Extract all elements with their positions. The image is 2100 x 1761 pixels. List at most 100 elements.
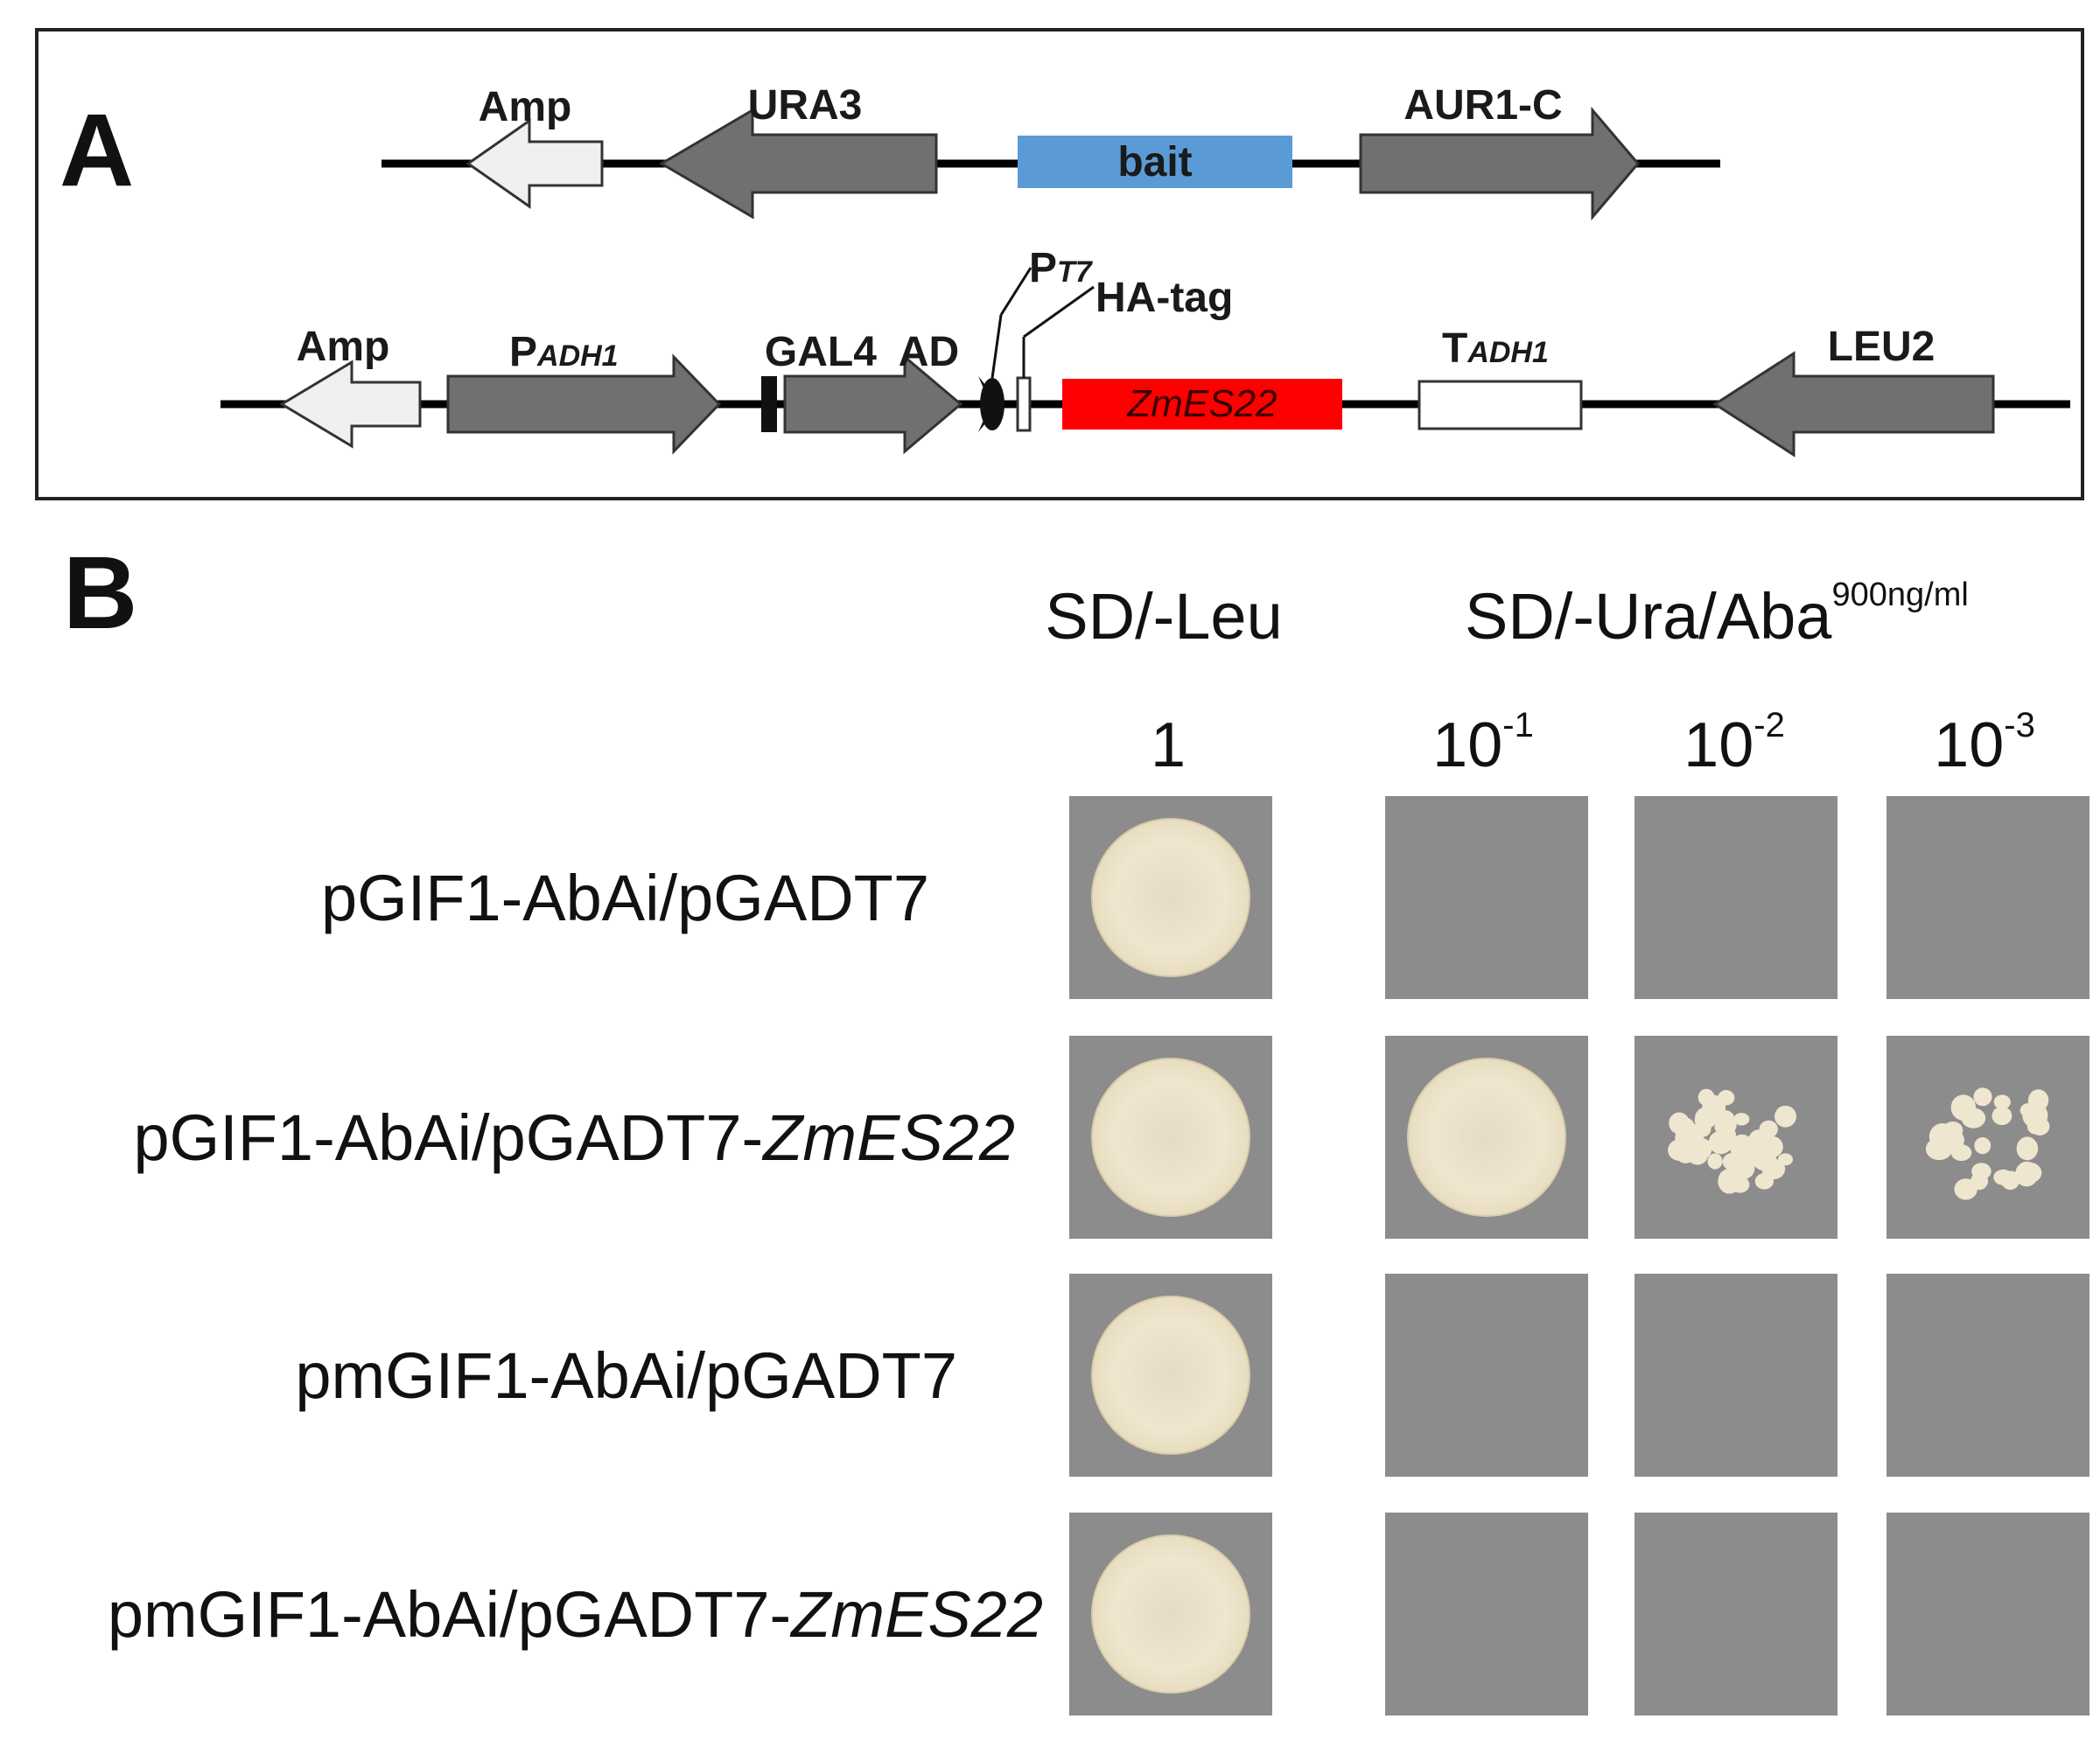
single-colony — [2015, 1161, 2039, 1187]
tadh1-label: TADH1 — [1442, 325, 1549, 372]
row-label-gene: ZmES22 — [789, 1578, 1043, 1651]
tadh1-sub: ADH1 — [1466, 336, 1549, 369]
single-colony — [1669, 1112, 1690, 1135]
single-colony — [1714, 1119, 1733, 1135]
single-colony — [1774, 1105, 1797, 1128]
plate-cell — [1886, 796, 2090, 999]
col-header-main: SD/-Ura/Aba — [1465, 580, 1832, 653]
col-header-sup: 900ng/ml — [1831, 577, 1968, 613]
pt7-pointer-b — [999, 267, 1032, 316]
single-colony — [1741, 1156, 1756, 1171]
dilution-label: 10-2 — [1684, 706, 1785, 780]
bait-label: bait — [1117, 139, 1192, 185]
tadh1-box — [1418, 380, 1583, 430]
bait-amp-label: Amp — [479, 84, 572, 130]
plate-cell — [1886, 1274, 2090, 1477]
plate-cell — [1634, 1513, 1838, 1716]
plate-background — [1634, 1274, 1838, 1477]
single-colony — [2000, 1171, 2020, 1191]
plate-cell — [1385, 1036, 1588, 1239]
bait-amp-arrow — [466, 118, 604, 209]
plate-cell — [1634, 1274, 1838, 1477]
dilution-exp: -2 — [1754, 706, 1785, 744]
colony-spot — [1091, 1296, 1250, 1455]
plate-background — [1886, 1036, 2090, 1239]
col-header-sd-leu: SD/-Leu — [1045, 580, 1282, 653]
prey-construct: Amp PADH1 GAL4 AD PT7 HA-tag ZmES22 TADH… — [220, 245, 2070, 458]
plate-background — [1886, 1274, 2090, 1477]
hatag-pointer-b — [1023, 285, 1095, 339]
plate-background — [1886, 1513, 2090, 1716]
pt7-pointer — [990, 314, 1003, 379]
aur1c-arrow — [1359, 106, 1640, 221]
single-colony — [1961, 1108, 1986, 1129]
single-colony — [1950, 1144, 1972, 1162]
plate-grid — [1069, 796, 2090, 1716]
row-label-main: pGIF1-AbAi/pGADT7- — [133, 1101, 763, 1174]
single-colony — [1993, 1094, 2011, 1110]
row-label: pGIF1-AbAi/pGADT7 — [321, 862, 929, 934]
single-colony — [1760, 1142, 1777, 1157]
row-labels: pGIF1-AbAi/pGADT7pGIF1-AbAi/pGADT7-ZmES2… — [108, 862, 1043, 1651]
padh1-arrow — [446, 353, 722, 455]
row-label-gene: ZmES22 — [761, 1101, 1015, 1174]
row-label: pmGIF1-AbAi/pGADT7 — [295, 1339, 957, 1412]
padh1-sub: ADH1 — [536, 339, 619, 373]
colony-spot — [1091, 1534, 1250, 1694]
plate-cell — [1385, 796, 1588, 999]
plate-cell — [1069, 1274, 1272, 1477]
panel-b-label: B — [63, 535, 137, 651]
plate-cell — [1385, 1513, 1588, 1716]
pt7-sub: T7 — [1057, 255, 1094, 289]
single-colony — [1761, 1158, 1786, 1180]
single-colony — [1708, 1130, 1733, 1155]
hatag-label: HA-tag — [1096, 275, 1233, 321]
colony-spot — [1091, 818, 1250, 977]
single-colony — [1777, 1153, 1793, 1166]
gal4ad-label: GAL4 AD — [765, 329, 959, 375]
ura3-label: URA3 — [748, 82, 863, 129]
single-colony — [1733, 1139, 1749, 1152]
prey-amp-arrow — [279, 360, 422, 449]
single-colony — [1992, 1106, 2012, 1126]
dilution-base: 10 — [1684, 710, 1754, 780]
pt7-prefix: P — [1029, 245, 1057, 291]
padh1-prefix: P — [509, 329, 537, 375]
dilution-exp: -3 — [2004, 706, 2035, 744]
dilution-exp: -1 — [1502, 706, 1534, 744]
pt7-body — [980, 378, 1004, 430]
single-colony — [1974, 1136, 1992, 1155]
tadh1-prefix: T — [1442, 325, 1467, 372]
plate-background — [1634, 796, 1838, 999]
bait-construct: Amp URA3 bait AUR1-C — [382, 82, 1720, 221]
padh1-label: PADH1 — [509, 329, 619, 375]
row-label-main: pmGIF1-AbAi/pGADT7- — [108, 1578, 791, 1651]
colony-spot — [1091, 1058, 1250, 1217]
panel-a-label: A — [60, 93, 134, 208]
plate-cell — [1634, 1036, 1838, 1239]
colony-spot — [1407, 1058, 1566, 1217]
single-colony — [1925, 1137, 1953, 1161]
single-colony — [1707, 1153, 1723, 1170]
dilution-label: 1 — [1151, 710, 1186, 780]
single-colony — [2016, 1136, 2039, 1161]
row-label-main: pmGIF1-AbAi/pGADT7 — [295, 1339, 957, 1412]
row-label: pGIF1-AbAi/pGADT7-ZmES22 — [133, 1101, 1015, 1174]
gal4ad-arrow — [783, 353, 963, 455]
prey-amp-label: Amp — [297, 324, 390, 370]
hatag-box — [1016, 376, 1032, 432]
dilution-base: 10 — [1934, 710, 2004, 780]
plate-background — [1634, 1513, 1838, 1716]
zmes22-label: ZmES22 — [1126, 382, 1277, 425]
plate-cell — [1069, 1036, 1272, 1239]
dilution-base: 1 — [1151, 710, 1186, 780]
single-colony — [2029, 1117, 2050, 1136]
plate-background — [1385, 1274, 1588, 1477]
pt7-label: PT7 — [1029, 245, 1094, 291]
plate-background — [1886, 796, 2090, 999]
plate-background — [1385, 796, 1588, 999]
plate-cell — [1069, 796, 1272, 999]
gal4-marker — [761, 376, 777, 432]
